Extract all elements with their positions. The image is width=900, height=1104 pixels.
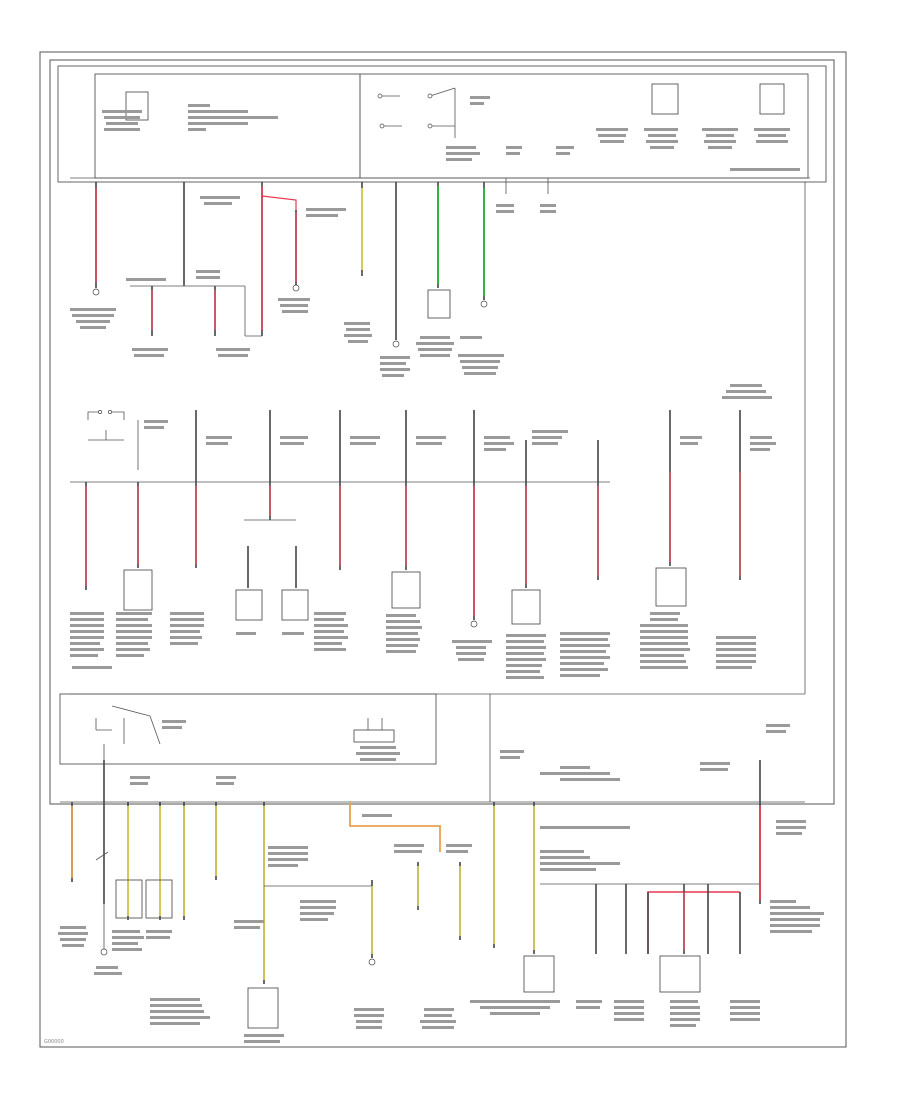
section-1-wires [70, 178, 556, 377]
relay-box-3 [759, 83, 785, 115]
relay-box-1 [125, 91, 149, 121]
inner-border [49, 59, 835, 805]
section-3-wires [58, 693, 824, 1043]
top-fuse-block [57, 65, 827, 183]
relay-box-2 [651, 83, 679, 115]
outer-border [39, 51, 847, 1048]
figure-id: G00000 [44, 1039, 64, 1045]
